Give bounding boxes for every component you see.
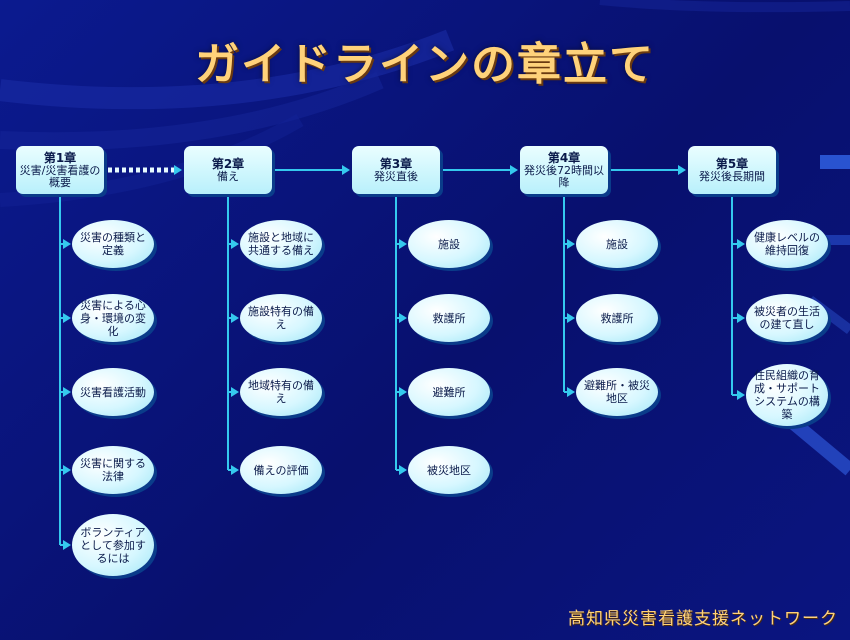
sub-item: 救護所 bbox=[408, 294, 490, 342]
item-link-arrow bbox=[231, 239, 239, 249]
chapter-number: 第4章 bbox=[547, 151, 581, 165]
chapter-box-2: 第2章 備え bbox=[184, 146, 272, 194]
sub-item: 住民組織の育成・サポートシステムの構築 bbox=[746, 364, 828, 426]
sub-item: 災害の種類と定義 bbox=[72, 220, 154, 268]
chapter-link-arrow bbox=[342, 165, 350, 175]
chapter-number: 第2章 bbox=[211, 157, 245, 171]
chapter-name: 発災直後 bbox=[374, 170, 418, 183]
item-link-arrow bbox=[231, 465, 239, 475]
sub-item: ボランティアとして参加するには bbox=[72, 514, 154, 576]
item-link-arrow bbox=[231, 387, 239, 397]
chapter-name: 発災後72時間以降 bbox=[524, 164, 604, 189]
chapter-box-1: 第1章 災害/災害看護の概要 bbox=[16, 146, 104, 194]
item-link-arrow bbox=[567, 313, 575, 323]
chapter-box-4: 第4章 発災後72時間以降 bbox=[520, 146, 608, 194]
sub-item: 健康レベルの維持回復 bbox=[746, 220, 828, 268]
chapter-box-3: 第3章 発災直後 bbox=[352, 146, 440, 194]
sub-item: 備えの評価 bbox=[240, 446, 322, 494]
item-link-arrow bbox=[399, 313, 407, 323]
item-link-arrow bbox=[567, 239, 575, 249]
item-link-arrow bbox=[63, 465, 71, 475]
chapter-name: 災害/災害看護の概要 bbox=[19, 164, 101, 189]
sub-item: 災害看護活動 bbox=[72, 368, 154, 416]
sub-item: 施設特有の備え bbox=[240, 294, 322, 342]
item-link-arrow bbox=[737, 313, 745, 323]
chapter-link-arrow bbox=[510, 165, 518, 175]
sub-item: 被災者の生活の建て直し bbox=[746, 294, 828, 342]
sub-item: 避難所・被災地区 bbox=[576, 368, 658, 416]
item-link-arrow bbox=[399, 239, 407, 249]
chapter-number: 第3章 bbox=[379, 157, 413, 171]
chapter-name: 備え bbox=[217, 170, 239, 183]
item-link-arrow bbox=[737, 239, 745, 249]
chapter-link-arrow bbox=[678, 165, 686, 175]
chapter-name: 発災後長期間 bbox=[699, 170, 765, 183]
item-link-arrow bbox=[737, 390, 745, 400]
item-link-arrow bbox=[63, 387, 71, 397]
chapter-number: 第1章 bbox=[43, 151, 77, 165]
sub-item: 災害に関する法律 bbox=[72, 446, 154, 494]
sub-item: 災害による心身・環境の変化 bbox=[72, 294, 154, 342]
sub-item: 避難所 bbox=[408, 368, 490, 416]
sub-item: 施設 bbox=[576, 220, 658, 268]
item-link-arrow bbox=[63, 540, 71, 550]
chapter-box-5: 第5章 発災後長期間 bbox=[688, 146, 776, 194]
item-link-arrow bbox=[399, 387, 407, 397]
sub-item: 救護所 bbox=[576, 294, 658, 342]
chapter-number: 第5章 bbox=[715, 157, 749, 171]
sub-item: 施設 bbox=[408, 220, 490, 268]
item-link-arrow bbox=[567, 387, 575, 397]
page-title: ガイドラインの章立て bbox=[195, 39, 655, 90]
sub-item: 地域特有の備え bbox=[240, 368, 322, 416]
item-link-arrow bbox=[63, 313, 71, 323]
sub-item: 被災地区 bbox=[408, 446, 490, 494]
item-link-arrow bbox=[63, 239, 71, 249]
item-link-arrow bbox=[231, 313, 239, 323]
organization-footer: 高知県災害看護支援ネットワーク bbox=[568, 609, 838, 629]
sub-item: 施設と地域に共通する備え bbox=[240, 220, 322, 268]
chapter-link-arrow bbox=[174, 165, 182, 175]
item-link-arrow bbox=[399, 465, 407, 475]
